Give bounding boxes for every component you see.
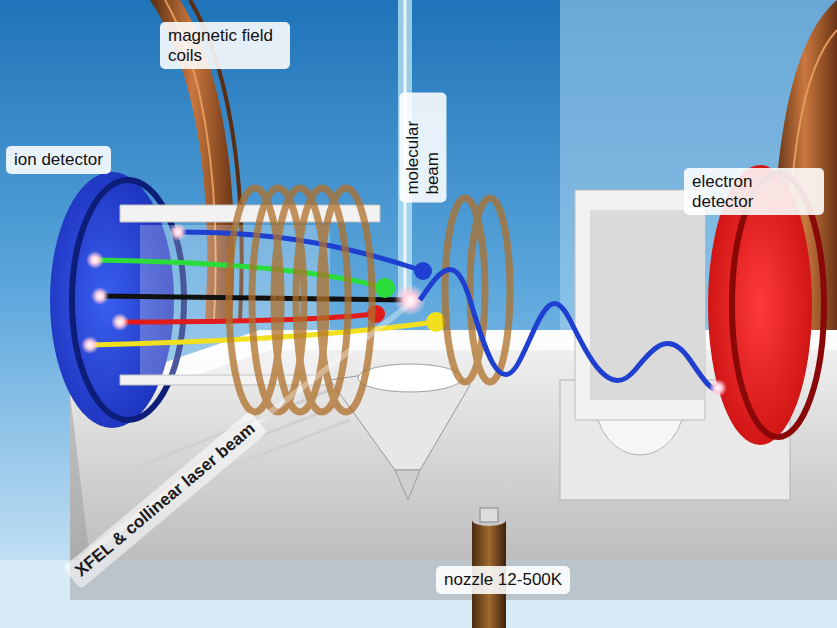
coil-label: magnetic field coils: [160, 22, 290, 69]
nozzle-label: nozzle 12-500K: [436, 566, 570, 594]
electron-detector-label: electron detector: [684, 168, 824, 215]
ion-detector-label: ion detector: [6, 146, 111, 174]
molecular-beam-label: molecular beam: [399, 93, 446, 203]
